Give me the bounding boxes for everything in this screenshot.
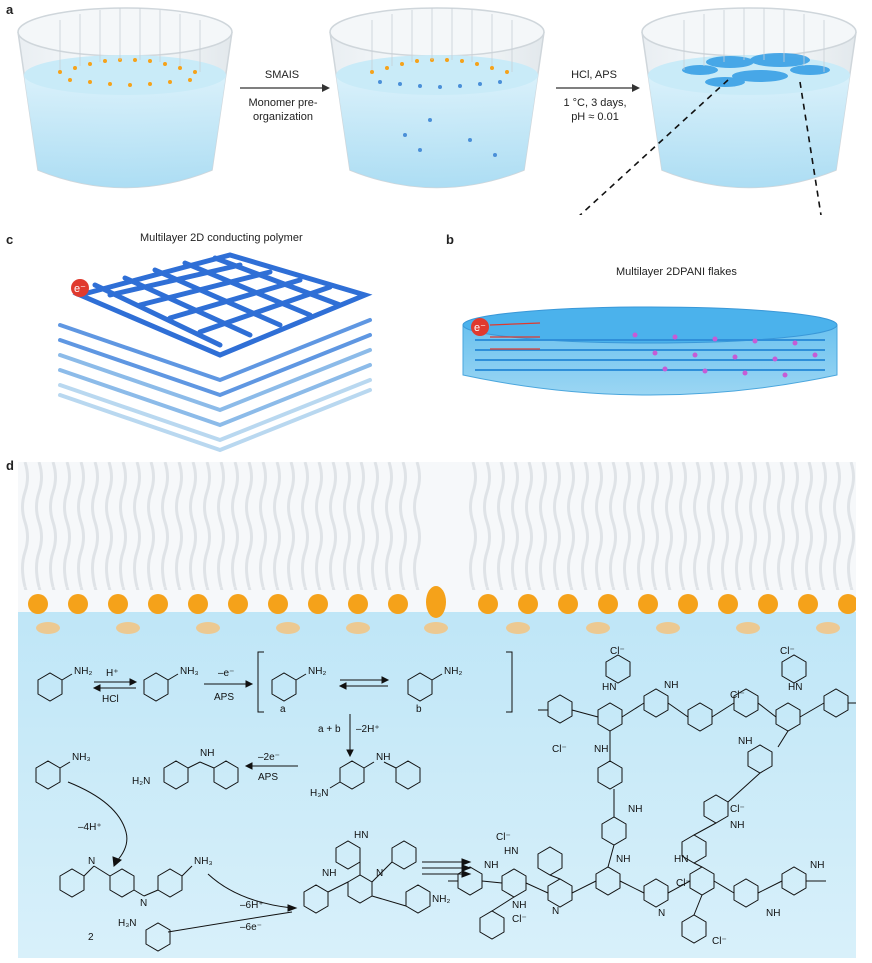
r2-cond-bottom: APS bbox=[214, 692, 234, 703]
net-hn-3: HN bbox=[504, 846, 518, 857]
trimer-nh3: NH₃ bbox=[194, 856, 213, 867]
surfactant-dots-1 bbox=[58, 58, 197, 87]
trimer-n2: N bbox=[140, 898, 147, 909]
scheme-labels: NH₂ H⁺ HCl NH₃ –e⁻ APS NH₂ a NH₂ b a + b… bbox=[72, 646, 824, 947]
net-nh-10: NH bbox=[766, 908, 780, 919]
surfactant-heads bbox=[28, 586, 856, 618]
net-hn-1: HN bbox=[602, 682, 616, 693]
r1-cond-bottom: HCl bbox=[102, 694, 119, 705]
panel-c-label: c bbox=[6, 232, 14, 247]
panel-d-illustration: NH₂ H⁺ HCl NH₃ –e⁻ APS NH₂ a NH₂ b a + b… bbox=[18, 462, 856, 958]
dimer-nh: NH bbox=[376, 752, 390, 763]
net-cl-3: Cl⁻ bbox=[730, 690, 745, 701]
step1-bottom-label: Monomer pre- organization bbox=[248, 97, 318, 123]
panel-a-illustration bbox=[17, 7, 857, 215]
net-cl-8: Cl⁻ bbox=[512, 914, 527, 925]
beaker-3 bbox=[641, 7, 857, 189]
r1-cond-top: H⁺ bbox=[106, 668, 119, 679]
net-nh-8: NH bbox=[810, 860, 824, 871]
surfactant-tails-left bbox=[18, 462, 426, 590]
zoom-line-right bbox=[799, 81, 822, 215]
net-nh-1: NH bbox=[664, 680, 678, 691]
r2-cond-top: –e⁻ bbox=[218, 668, 234, 679]
beaker-2 bbox=[329, 7, 545, 189]
ox-cond-bottom: APS bbox=[258, 772, 278, 783]
ab-cond: a + b bbox=[318, 724, 341, 735]
pani-2d-network bbox=[448, 654, 856, 944]
electron-label-c: e⁻ bbox=[74, 283, 86, 295]
anilinium-nh3: NH₃ bbox=[180, 666, 199, 677]
e6-label: –6e⁻ bbox=[240, 922, 262, 933]
aniline-nh2: NH₂ bbox=[74, 666, 92, 677]
net-nh-7: NH bbox=[616, 854, 630, 865]
net-nh-9: NH bbox=[512, 900, 526, 911]
net-cl-6: Cl⁻ bbox=[496, 832, 511, 843]
radical-b-nh2: NH₂ bbox=[444, 666, 462, 677]
electron-sphere-c bbox=[71, 279, 89, 297]
net-hn-4: HN bbox=[674, 854, 688, 865]
quinoid-nh: NH bbox=[200, 748, 214, 759]
panel-c-illustration: e⁻ bbox=[58, 252, 373, 453]
panel-c-title: Multilayer 2D conducting polymer bbox=[140, 232, 303, 244]
net-nh-3: NH bbox=[738, 736, 752, 747]
flake-stack-lines bbox=[475, 339, 825, 371]
reaction-scheme bbox=[35, 651, 513, 952]
net-n-2: N bbox=[658, 908, 665, 919]
net-hn-2: HN bbox=[788, 682, 802, 693]
panel-d-label: d bbox=[6, 458, 14, 473]
label-b: b bbox=[416, 704, 422, 715]
net-cl-7: Cl⁻ bbox=[676, 878, 691, 889]
step2-top-label: HCl, APS bbox=[571, 69, 617, 81]
pent-n: N bbox=[376, 868, 383, 879]
panel-b-title: Multilayer 2DPANI flakes bbox=[616, 266, 737, 278]
anilinium2-nh3: NH₃ bbox=[72, 752, 91, 763]
label-a: a bbox=[280, 704, 286, 715]
zoom-line-left bbox=[579, 79, 729, 215]
net-nh-2: NH bbox=[594, 744, 608, 755]
h6-label: –6H⁺ bbox=[240, 900, 264, 911]
beaker-1 bbox=[17, 7, 233, 189]
radical-a-nh2: NH₂ bbox=[308, 666, 326, 677]
net-cl-1: Cl⁻ bbox=[610, 646, 625, 657]
electron-label-b: e⁻ bbox=[474, 322, 486, 334]
ox-cond-top: –2e⁻ bbox=[258, 752, 280, 763]
step2-bottom-label: 1 °C, 3 days, pH ≈ 0.01 bbox=[563, 97, 627, 123]
pent-hn1: HN bbox=[354, 830, 368, 841]
coef-2: 2 bbox=[88, 932, 94, 943]
water-subphase bbox=[18, 612, 856, 958]
surfactant-tails-right bbox=[468, 462, 856, 590]
net-cl-2: Cl⁻ bbox=[780, 646, 795, 657]
net-cl-5: Cl⁻ bbox=[730, 804, 745, 815]
polymer-layers bbox=[58, 252, 373, 453]
net-cl-9: Cl⁻ bbox=[712, 936, 727, 947]
panel-b-illustration: e⁻ bbox=[462, 306, 838, 396]
aniline2-h3n: H₃N bbox=[118, 918, 137, 929]
net-nh-6: NH bbox=[484, 860, 498, 871]
ab-cond2: –2H⁺ bbox=[356, 724, 380, 735]
electron-sphere-b bbox=[471, 318, 489, 336]
panel-b-label: b bbox=[446, 232, 454, 247]
net-nh-4: NH bbox=[730, 820, 744, 831]
dimer-h3n: H₃N bbox=[310, 788, 329, 799]
trimer-n1: N bbox=[88, 856, 95, 867]
net-n-1: N bbox=[552, 906, 559, 917]
net-nh-5: NH bbox=[628, 804, 642, 815]
dopant-dots bbox=[632, 332, 818, 378]
pent-nh1: NH bbox=[322, 868, 336, 879]
quinoid-h2n: H₂N bbox=[132, 776, 150, 787]
pent-nh2: NH₂ bbox=[432, 894, 450, 905]
h4-label: –4H⁺ bbox=[78, 822, 102, 833]
panel-a-label: a bbox=[6, 2, 14, 17]
net-cl-4: Cl⁻ bbox=[552, 744, 567, 755]
flakes-top bbox=[682, 53, 830, 87]
step1-top-label: SMAIS bbox=[264, 69, 300, 81]
